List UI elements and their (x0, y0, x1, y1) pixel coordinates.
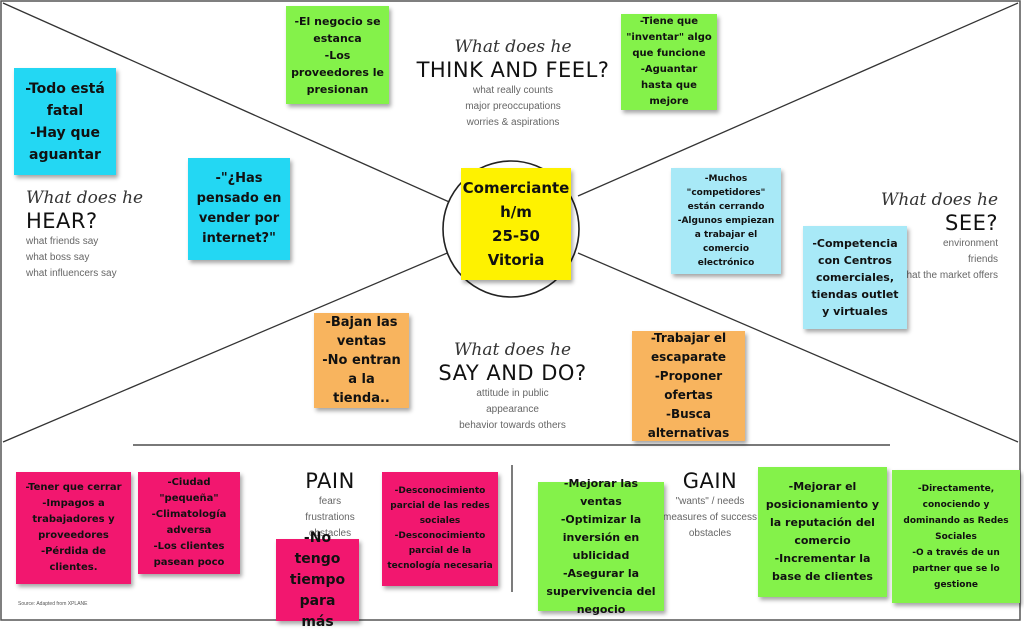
note-pain-1: -Tener que cerrar -Impagos a trabajadore… (16, 472, 131, 584)
section-heading: THINK AND FEEL? (416, 58, 610, 82)
section-sub-2: friends (967, 254, 998, 265)
diagonal-top-right (577, 2, 1019, 197)
note-think-right: -Tiene que "inventar" algo que funcione … (621, 14, 717, 110)
note-hear-top: -Todo está fatal -Hay que aguantar (14, 68, 116, 175)
note-text: -Mejorar el posicionamiento y la reputac… (765, 480, 880, 583)
note-gain-2: -Mejorar el posicionamiento y la reputac… (758, 467, 887, 597)
section-gain: GAIN "wants" / needs measures of success… (660, 468, 760, 542)
section-sub-1: environment (942, 238, 998, 249)
section-sub-2: major preoccupations (465, 101, 561, 112)
section-sub-1: "wants" / needs (675, 496, 745, 507)
section-heading: HEAR? (26, 209, 98, 233)
section-question: What does he (26, 188, 144, 208)
note-text: -Todo está fatal -Hay que aguantar (25, 80, 105, 163)
note-text: -Trabajar el escaparate -Proponer oferta… (647, 331, 730, 440)
section-sub-3: worries & aspirations (466, 117, 560, 128)
section-sub-3: what influencers say (26, 268, 117, 279)
note-text: -Mejorar las ventas -Optimizar la invers… (546, 476, 656, 616)
note-pain-4: -Desconocimiento parcial de las redes so… (382, 472, 498, 586)
note-text: -Tener que cerrar -Impagos a trabajadore… (25, 482, 122, 573)
center-persona-note: Comerciante h/m 25-50 Vitoria (461, 168, 571, 280)
section-question: What does he (454, 37, 572, 57)
section-question: What does he (880, 190, 998, 210)
section-heading: SEE? (944, 211, 998, 235)
section-sub-3: what the market offers (899, 270, 998, 281)
note-text: -Muchos "competidores" están cerrando -A… (677, 174, 775, 268)
diagonal-top-left (2, 2, 457, 206)
section-heading: PAIN (305, 469, 355, 493)
section-heading: GAIN (682, 469, 738, 493)
note-say-left: -Bajan las ventas -No entran a la tienda… (314, 313, 409, 408)
section-sub-2: frustrations (305, 512, 355, 523)
section-hear: What does he HEAR? what friends say what… (26, 188, 156, 282)
section-sub-2: appearance (486, 404, 539, 415)
section-see: What does he SEE? environment friends wh… (870, 190, 998, 284)
note-text: -El negocio se estanca -Los proveedores … (291, 14, 384, 96)
note-gain-3: -Directamente, conociendo y dominando as… (892, 470, 1020, 603)
section-sub-3: obstacles (688, 528, 732, 539)
section-sub-2: measures of success (663, 512, 757, 523)
section-sub-2: what boss say (26, 252, 90, 263)
section-heading: SAY AND DO? (438, 361, 587, 385)
note-text: -Bajan las ventas -No entran a la tienda… (322, 315, 401, 406)
note-pain-3: -No tengo tiempo para más (276, 530, 359, 630)
section-sub-3: behavior towards others (459, 420, 566, 431)
section-sub-3: obstacles (308, 528, 352, 539)
section-sub-1: what friends say (26, 236, 99, 247)
note-text: -No tengo tiempo para más (289, 529, 346, 630)
note-see-right: -Competencia con Centros comerciales, ti… (803, 226, 907, 329)
note-text: -Desconocimiento parcial de las redes so… (387, 486, 493, 571)
note-hear-mid: -"¿Has pensado en vender por internet?" (188, 158, 290, 260)
note-text: -Competencia con Centros comerciales, ti… (811, 237, 899, 318)
section-think-and-feel: What does he THINK AND FEEL? what really… (398, 37, 628, 131)
note-text: -"¿Has pensado en vender por internet?" (196, 171, 282, 246)
section-pain: PAIN fears frustrations obstacles (290, 468, 370, 542)
map-border (0, 0, 1021, 621)
section-question: What does he (453, 340, 572, 360)
section-sub-1: fears (318, 496, 342, 507)
note-see-left: -Muchos "competidores" están cerrando -A… (671, 168, 781, 274)
note-gain-1: -Mejorar las ventas -Optimizar la invers… (538, 477, 664, 616)
note-text: -Tiene que "inventar" algo que funcione … (626, 16, 712, 107)
section-sub-1: attitude in public (476, 388, 549, 399)
note-think-left: -El negocio se estanca -Los proveedores … (286, 6, 389, 104)
diagonal-bottom-right (577, 252, 1019, 443)
diagonal-bottom-left (2, 250, 453, 443)
note-text: -Directamente, conociendo y dominando as… (903, 483, 1009, 590)
section-sub-1: what really counts (472, 85, 554, 96)
note-say-right: -Trabajar el escaparate -Proponer oferta… (632, 331, 745, 441)
note-text: Comerciante h/m 25-50 Vitoria (462, 179, 570, 269)
note-text: -Ciudad "pequeña" -Climatología adversa … (151, 477, 227, 568)
note-pain-2: -Ciudad "pequeña" -Climatología adversa … (138, 472, 240, 574)
section-say-and-do: What does he SAY AND DO? attitude in pub… (415, 340, 610, 434)
source-credit: Source: Adapted from XPLANE (18, 601, 88, 607)
